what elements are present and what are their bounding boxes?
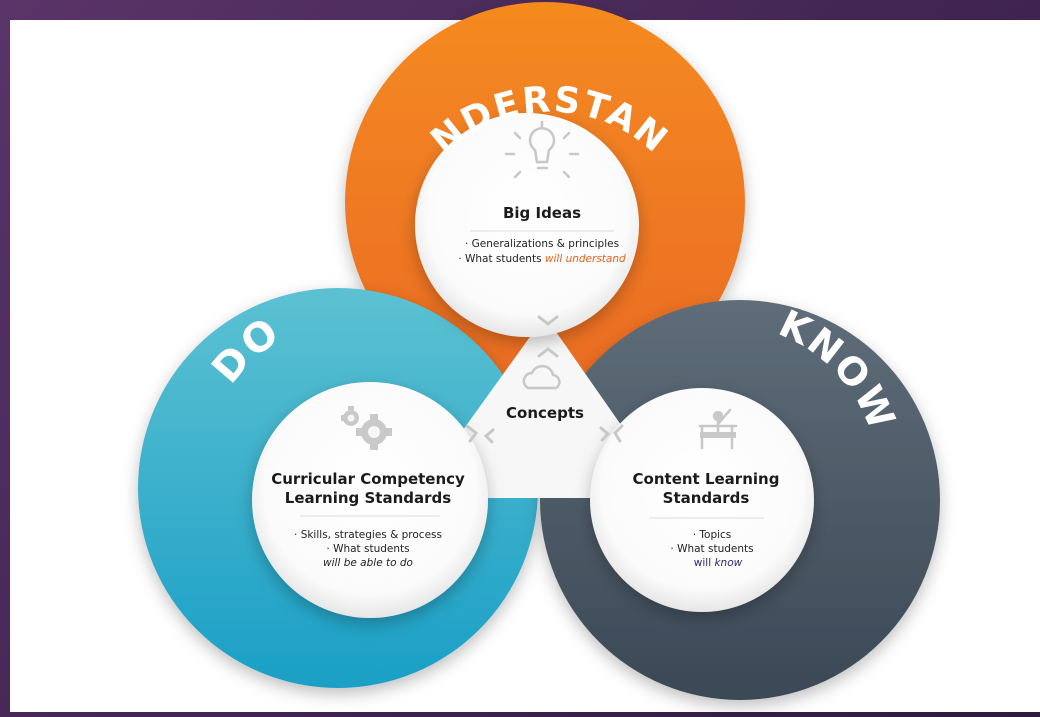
big-ideas-title: Big Ideas <box>503 204 581 222</box>
content-bullet-3-emphasis: know <box>714 557 742 569</box>
concepts-label: Concepts <box>506 404 584 422</box>
big-ideas-circle <box>415 113 639 337</box>
content-circle <box>590 388 814 612</box>
curricular-circle <box>252 382 488 618</box>
curricular-bullet-1: · Skills, strategies & process <box>294 529 442 541</box>
content-title-line-2: Standards <box>663 489 750 507</box>
curricular-bullet-2: · What students <box>326 543 409 555</box>
content-bullet-2: · What students <box>670 543 753 555</box>
chevron-right-icon-outer <box>613 424 624 443</box>
content-bullet-3-prefix: will <box>694 557 715 569</box>
curricular-bullet-2-emphasis: will be able to do <box>323 557 413 569</box>
big-ideas-bullet-1: · Generalizations & principles <box>465 238 619 250</box>
curricular-title-line-2: Learning Standards <box>285 489 451 507</box>
big-ideas-bullet-2-prefix: · What students <box>458 253 545 265</box>
lightbulb-icon <box>504 120 580 179</box>
content-bullet-3: will know <box>694 557 743 569</box>
content-bullet-1: · Topics <box>693 529 732 541</box>
teacher-icon <box>698 408 738 450</box>
big-ideas-bullet-2: · What students will understand <box>458 253 626 265</box>
chevron-down-icon <box>537 315 559 326</box>
chevron-left-icon-inner <box>483 428 495 444</box>
chevron-left-icon <box>465 424 479 443</box>
chevron-right-icon <box>599 426 611 442</box>
big-ideas-bullet-2-emphasis: will understand <box>545 253 626 265</box>
gears-icon <box>341 406 392 450</box>
cloud-icon <box>522 364 561 390</box>
curricular-title-line-1: Curricular Competency <box>271 470 465 488</box>
content-title-line-1: Content Learning <box>633 470 780 488</box>
chevron-up-icon <box>537 347 559 358</box>
